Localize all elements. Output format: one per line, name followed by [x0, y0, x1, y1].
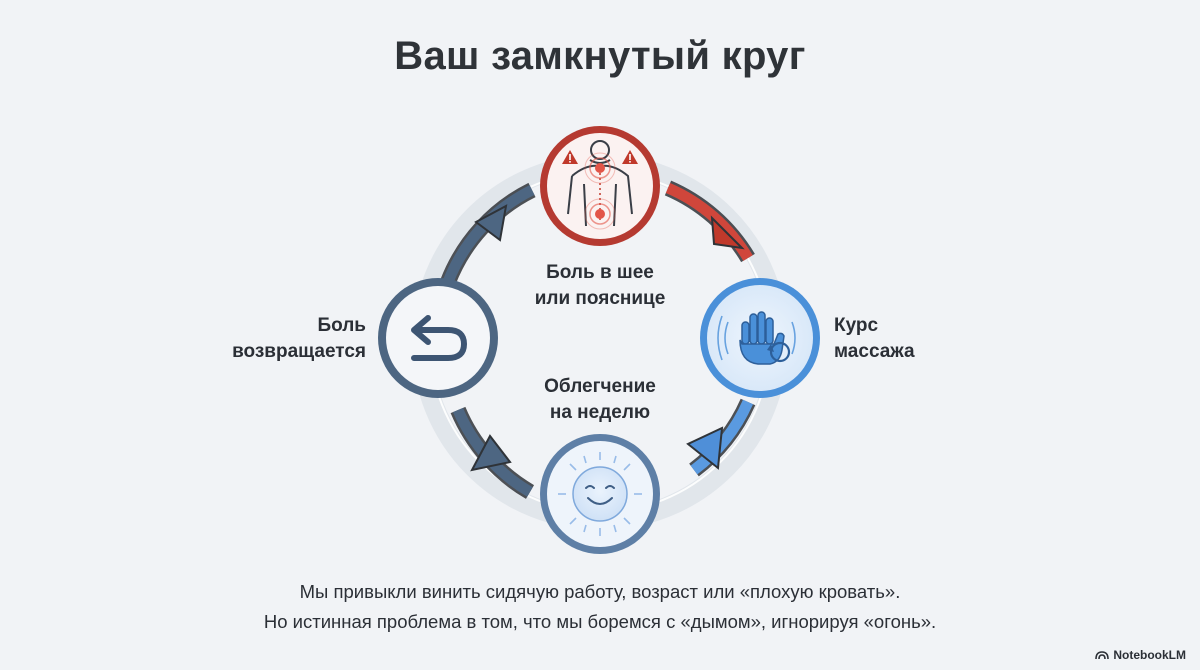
arrowhead-slate-top-icon	[474, 204, 508, 242]
arrowhead-blue-icon	[686, 426, 724, 470]
massage-hand-icon	[739, 311, 785, 365]
label-massage: Курс массажа	[834, 315, 915, 362]
page-title: Ваш замкнутый круг	[394, 34, 806, 78]
caption-line-2: Но истинная проблема в том, что мы борем…	[263, 611, 937, 632]
arrowhead-red-icon	[710, 215, 745, 250]
brand-name: NotebookLM	[1113, 648, 1186, 662]
node-return	[378, 278, 498, 398]
caption-line-1: Мы привыкли винить сидячую работу, возра…	[299, 581, 901, 602]
warning-icon-right	[622, 150, 638, 164]
node-relief	[540, 434, 660, 554]
node-pain	[540, 126, 660, 246]
smiling-sun-icon	[572, 466, 628, 522]
node-massage	[700, 278, 820, 398]
notebooklm-logo-icon	[1095, 651, 1110, 660]
arc-pain-to-massage	[664, 180, 755, 263]
label-relief: Облегчение на неделю	[544, 376, 656, 423]
caption: Мы привыкли винить сидячую работу, возра…	[0, 577, 1200, 637]
sun-rays	[558, 452, 642, 536]
brand-mark: NotebookLM	[1095, 648, 1186, 662]
arrowhead-slate-icon	[470, 434, 512, 472]
arc-return-to-pain	[440, 182, 536, 286]
label-pain: Боль в шее или пояснице	[534, 262, 666, 309]
arc-relief-to-return	[450, 406, 535, 499]
label-return: Боль возвращается	[232, 315, 366, 362]
warning-icon-left	[562, 150, 578, 164]
arc-massage-to-relief	[686, 398, 756, 477]
return-arrow-icon	[411, 315, 467, 361]
